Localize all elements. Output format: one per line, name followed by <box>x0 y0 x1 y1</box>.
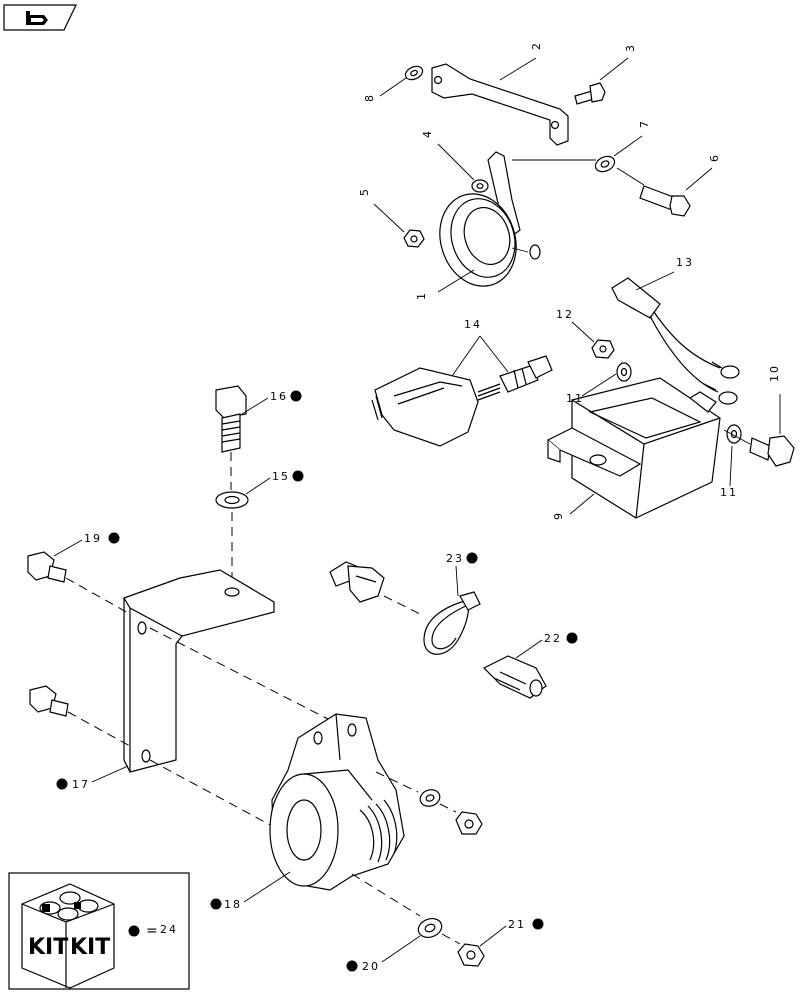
washer-11-lower <box>726 424 742 444</box>
leader-line-21 <box>479 925 507 947</box>
wiring-harness-14 <box>371 355 553 447</box>
leader-line-15 <box>245 477 271 495</box>
leader-line-13 <box>635 271 675 291</box>
wire-lead-13 <box>611 277 740 405</box>
nav-tab-button[interactable] <box>3 4 77 31</box>
leader-line-11b <box>729 445 733 487</box>
leader-line-12 <box>571 321 595 343</box>
leader-line-20 <box>381 935 421 963</box>
callout-23: 23 <box>446 552 464 565</box>
callout-6: 6 <box>708 153 721 162</box>
callout-14: 14 <box>464 318 482 331</box>
leader-line-3 <box>599 57 629 81</box>
nut-12 <box>591 339 615 359</box>
leader-line-16 <box>241 397 269 415</box>
kit-marker-22 <box>566 632 578 644</box>
washer-15 <box>215 491 249 509</box>
hand-pointer-icon <box>26 11 48 25</box>
legend-equals: = <box>146 923 158 939</box>
callout-15: 15 <box>272 470 290 483</box>
leader-line-17 <box>91 765 129 783</box>
nut-5 <box>403 229 425 248</box>
legend-kit-number: 24 <box>160 923 178 936</box>
kit-marker-16 <box>290 390 302 402</box>
leader-line-5 <box>373 203 405 233</box>
washer-8 <box>404 65 424 81</box>
leader-line-14 <box>479 335 509 373</box>
leader-line-18 <box>243 871 291 903</box>
leader-line-14 <box>451 335 481 377</box>
kit-marker-15 <box>292 470 304 482</box>
kit-marker-20 <box>346 960 358 972</box>
leader-line-19 <box>53 539 83 557</box>
cable-tie-23 <box>423 591 481 655</box>
leader-line-6 <box>685 167 713 191</box>
callout-16: 16 <box>270 390 288 403</box>
callout-21: 21 <box>508 918 526 931</box>
callout-12: 12 <box>556 308 574 321</box>
callout-19: 19 <box>84 532 102 545</box>
bolt-19 <box>27 551 67 583</box>
callout-8: 8 <box>363 93 376 102</box>
leader-line-8 <box>379 77 407 97</box>
washer-7 <box>594 155 616 173</box>
callout-2: 2 <box>530 41 543 50</box>
alternator-bracket-17 <box>123 569 275 773</box>
callout-4: 4 <box>421 129 434 138</box>
washer-20 <box>417 917 443 939</box>
leader-line-22 <box>515 639 543 659</box>
leader-line-9 <box>569 493 595 515</box>
callout-3: 3 <box>624 43 637 52</box>
callout-20: 20 <box>362 960 380 973</box>
kit-legend: KIT KIT = 24 <box>8 872 190 990</box>
leader-line-7 <box>613 135 643 157</box>
washer-11-upper <box>616 362 632 382</box>
callout-7: 7 <box>638 119 651 128</box>
bolt-lower-left <box>29 685 69 717</box>
kit-bullet-icon <box>128 925 140 937</box>
kit-label-right: KIT <box>70 935 110 960</box>
control-module-9 <box>546 377 721 519</box>
kit-marker-21 <box>532 918 544 930</box>
callout-17: 17 <box>72 778 90 791</box>
callout-5: 5 <box>358 187 371 196</box>
connector-22 <box>482 655 547 699</box>
connector-plug <box>329 561 385 603</box>
horn <box>439 193 541 287</box>
kit-box-icon: KIT KIT <box>21 883 115 989</box>
leader-line-1 <box>437 269 475 293</box>
callout-13: 13 <box>676 256 694 269</box>
bolt-16 <box>215 385 247 453</box>
leader-line-2 <box>499 57 537 81</box>
washer-alternator <box>419 789 441 807</box>
alternator-18 <box>269 713 405 891</box>
nut-alternator <box>455 811 483 835</box>
bolt-3 <box>574 82 606 105</box>
callout-10: 10 <box>768 364 781 382</box>
callout-1: 1 <box>415 291 428 300</box>
kit-marker-23 <box>466 552 478 564</box>
kit-marker-17 <box>56 778 68 790</box>
kit-marker-19 <box>108 532 120 544</box>
bolt-10 <box>749 435 795 467</box>
bolt-6 <box>639 185 691 217</box>
callout-11a: 11 <box>566 392 584 405</box>
kit-label-left: KIT <box>28 935 68 960</box>
callout-22: 22 <box>544 632 562 645</box>
washer-4 <box>471 179 489 193</box>
callout-9: 9 <box>552 511 565 520</box>
leader-line-4 <box>437 143 475 181</box>
callout-11b: 11 <box>720 486 738 499</box>
leader-line-23 <box>455 565 459 597</box>
callout-18: 18 <box>224 898 242 911</box>
leader-line-11a <box>581 373 617 397</box>
horn-mounting-bracket <box>431 63 569 237</box>
nut-21 <box>457 943 485 967</box>
kit-marker-18 <box>210 898 222 910</box>
